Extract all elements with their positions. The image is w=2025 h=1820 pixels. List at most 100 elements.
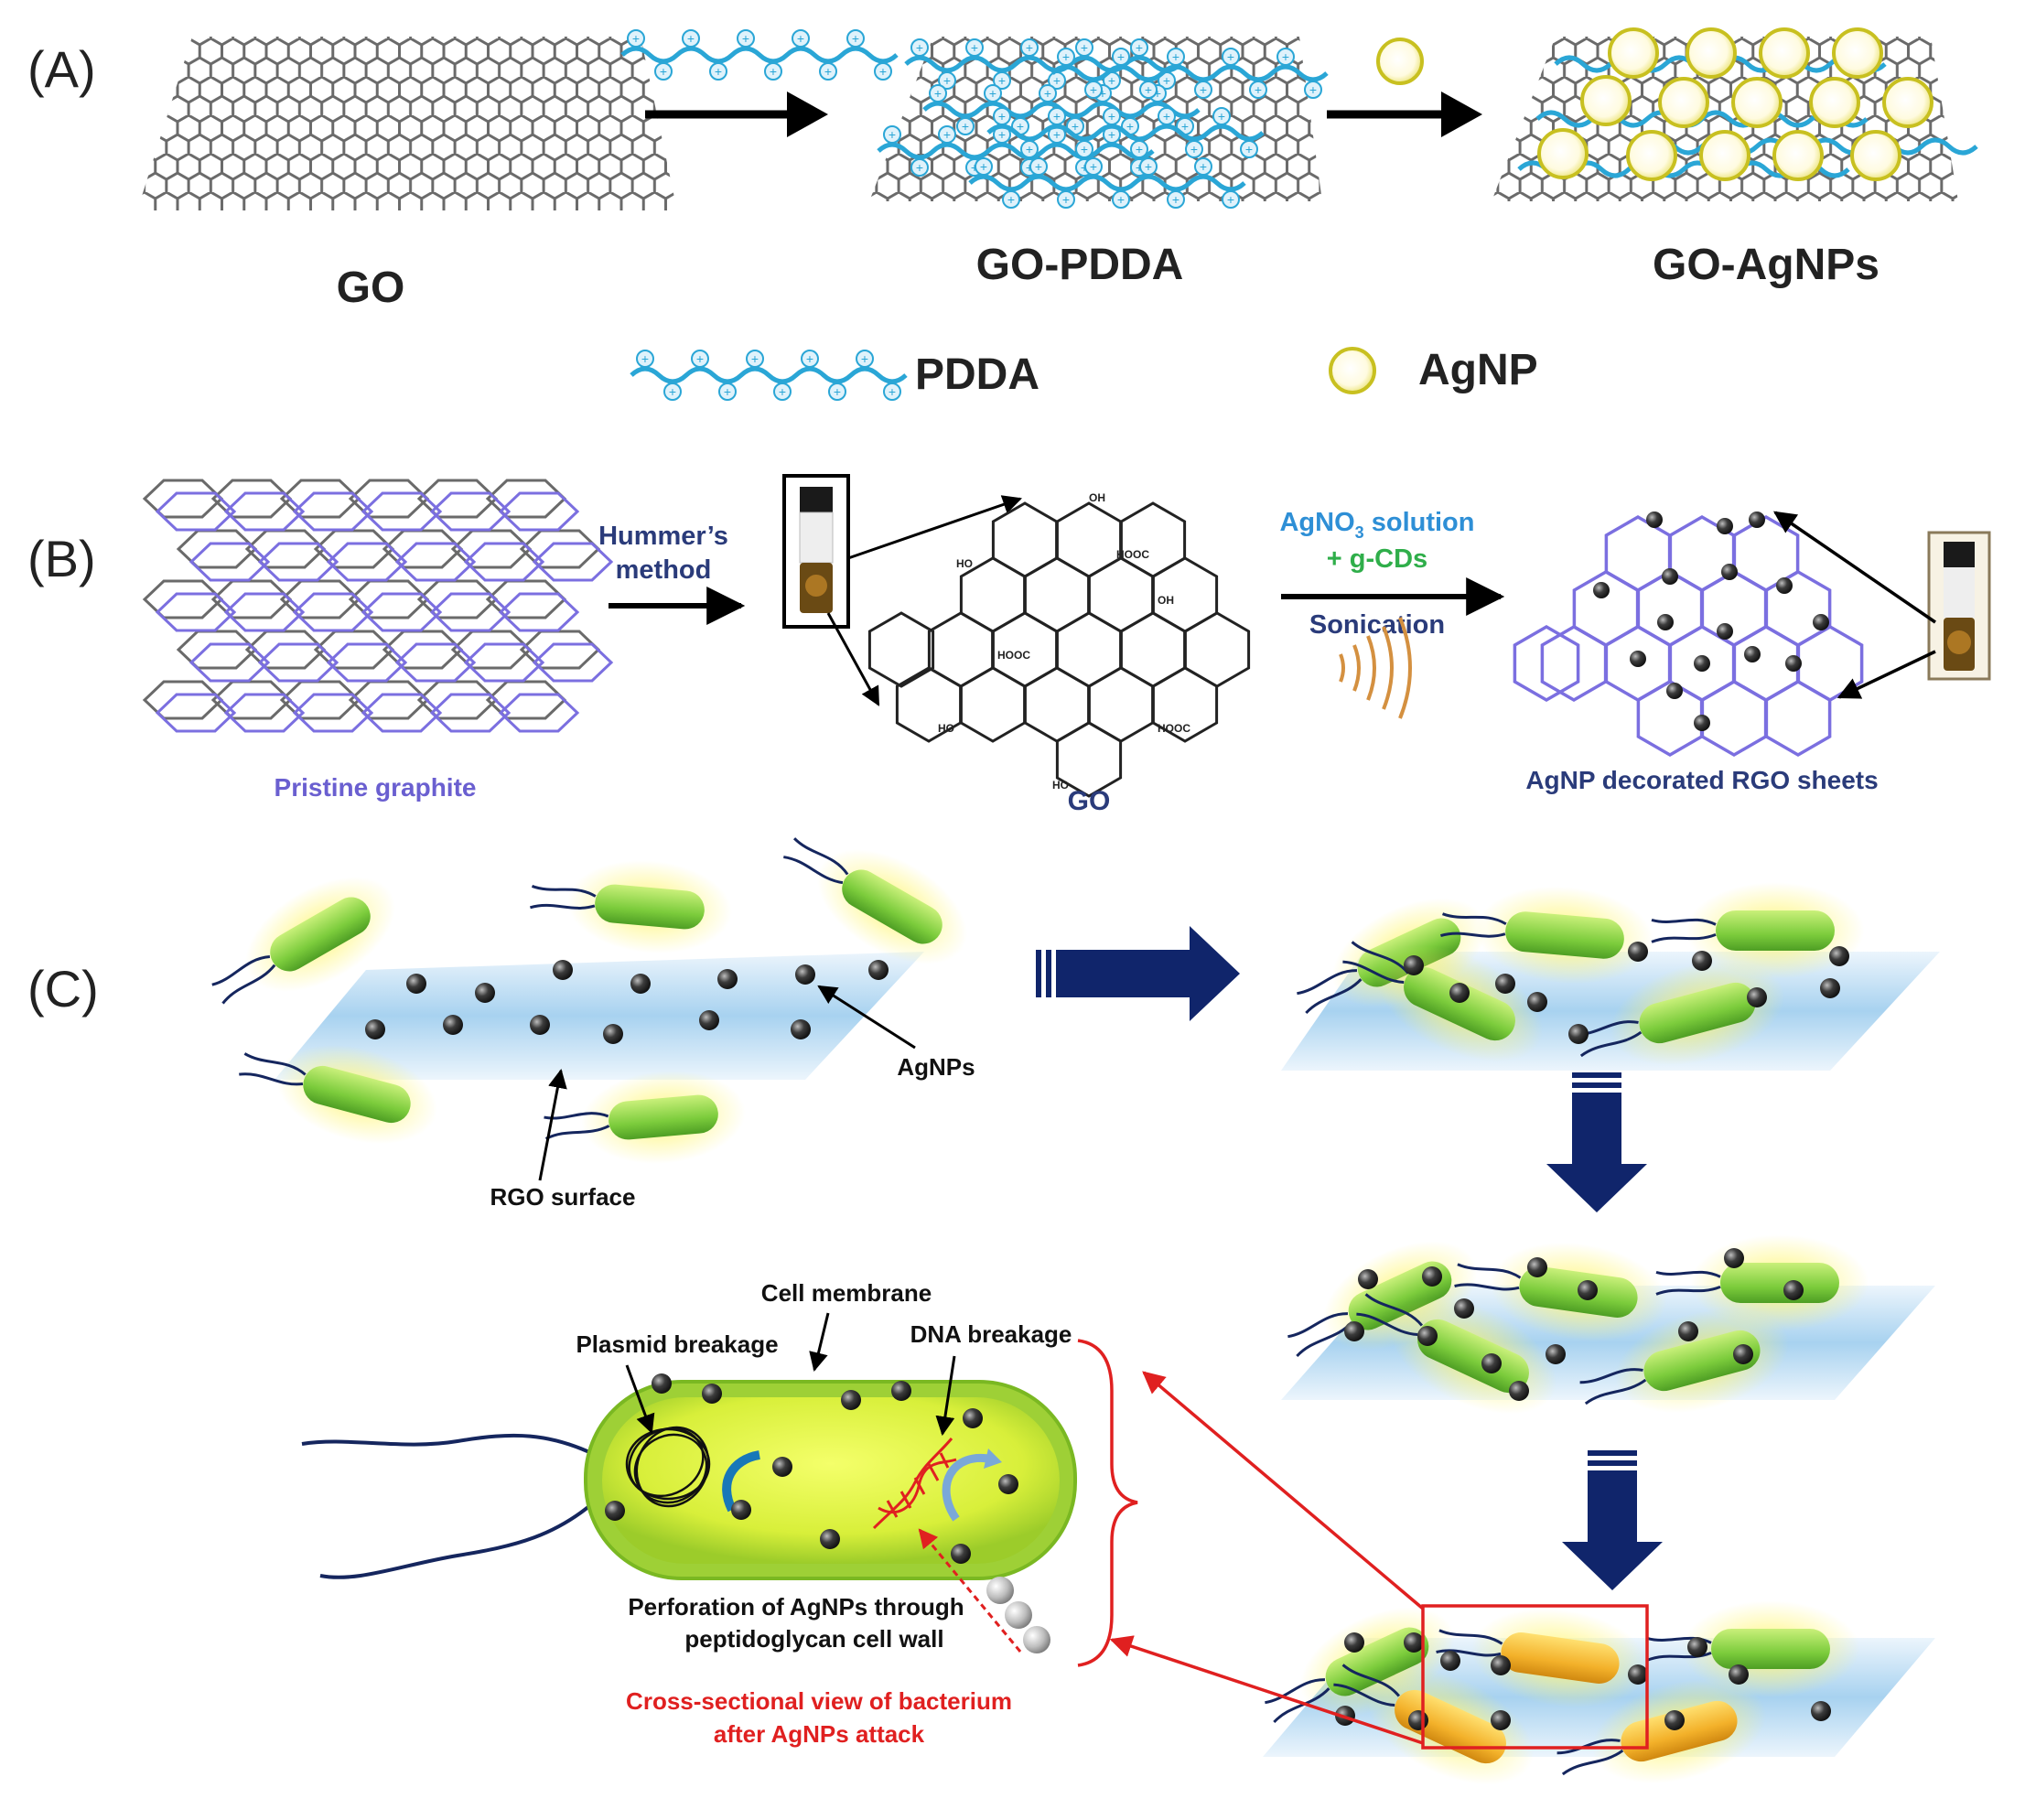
- sheet1-agnp-12: [699, 1010, 719, 1030]
- svg-text:+: +: [660, 64, 667, 79]
- bacterium-4: [239, 1045, 437, 1144]
- membrane-agnp-2: [702, 1384, 722, 1404]
- go-functional-group-1: OH: [1089, 491, 1105, 504]
- svg-text:+: +: [889, 384, 896, 399]
- legend-pdda: ++++++++++ PDDA: [630, 350, 1039, 401]
- svg-text:+: +: [879, 64, 887, 79]
- svg-text:+: +: [1255, 82, 1262, 97]
- rgo-agnp-6: [1721, 564, 1738, 580]
- svg-text:+: +: [1090, 82, 1097, 97]
- svg-text:+: +: [998, 109, 1006, 124]
- rgo-agnp-13: [1744, 646, 1761, 662]
- sheet4-agnp-6: [1687, 1637, 1707, 1657]
- svg-text:+: +: [770, 64, 777, 79]
- pdda-strand-6: ++++++++++: [968, 157, 1246, 209]
- svg-text:+: +: [916, 160, 923, 175]
- sheet2-agnp-3: [1495, 974, 1515, 994]
- pointer-dna: [935, 1355, 956, 1437]
- go-sheet: [137, 37, 677, 210]
- svg-text:+: +: [824, 64, 832, 79]
- go-functional-group-6: HO: [938, 722, 954, 735]
- label-pristine-graphite: Pristine graphite: [275, 773, 477, 802]
- svg-text:+: +: [641, 351, 649, 366]
- rgo-agnp-2: [1717, 518, 1733, 534]
- svg-text:+: +: [1117, 192, 1125, 207]
- label-perforation-2: peptidoglycan cell wall: [684, 1625, 943, 1653]
- svg-text:+: +: [1282, 49, 1289, 64]
- flagellum-1: [301, 1433, 600, 1459]
- svg-text:+: +: [1136, 40, 1143, 55]
- sheet3-agnp-9: [1417, 1326, 1438, 1346]
- svg-text:+: +: [1227, 192, 1234, 207]
- arrow-vial-to-go-1: [847, 495, 1022, 560]
- panel-c-label: (C): [27, 960, 99, 1018]
- svg-text:+: +: [1172, 49, 1179, 64]
- sheet3-agnp-8: [1344, 1321, 1364, 1341]
- svg-text:+: +: [1181, 119, 1189, 134]
- bacterium-17: [1436, 1608, 1649, 1708]
- svg-text:+: +: [1145, 82, 1152, 97]
- agnp-11: [1626, 130, 1677, 181]
- sheet2-agnp-4: [1628, 942, 1648, 962]
- pdda-strand-3: ++++++++++: [877, 125, 1155, 177]
- svg-text:+: +: [715, 64, 722, 79]
- go-functional-group-7: HOOC: [1158, 722, 1190, 735]
- agnp-6: [1658, 77, 1709, 128]
- sheet3-agnp-13: [1733, 1344, 1753, 1364]
- svg-text:+: +: [687, 31, 695, 46]
- rgo-vial-icon: [1927, 531, 1991, 681]
- go-functional-group-8: HO: [1052, 779, 1069, 792]
- svg-text:+: +: [1053, 73, 1061, 88]
- silver-particles-icon: [986, 1577, 1050, 1653]
- label-go-pdda: GO-PDDA: [976, 241, 1184, 289]
- svg-text:+: +: [1026, 40, 1033, 55]
- cell-cytoplasm: [602, 1397, 1060, 1564]
- agnp-5: [1580, 75, 1632, 126]
- agnp-13: [1772, 130, 1824, 181]
- svg-text:+: +: [1026, 142, 1033, 156]
- go-pdda-sheet: ++++++++++++++++++++++++++++++++++++++++…: [869, 37, 1329, 209]
- legend-pdda-label: PDDA: [915, 350, 1039, 399]
- label-dna-breakage: DNA breakage: [910, 1320, 1072, 1348]
- navy-arrow-right: [1036, 926, 1240, 1021]
- zoom-box: [1421, 1604, 1649, 1750]
- sheet4-agnp-9: [1491, 1710, 1511, 1730]
- svg-text:+: +: [1108, 73, 1115, 88]
- bacterium-2: [529, 860, 732, 953]
- label-perforation-1: Perforation of AgNPs through: [628, 1593, 964, 1621]
- navy-arrow-down-1: [1546, 1072, 1647, 1212]
- svg-text:+: +: [1062, 192, 1070, 207]
- svg-text:+: +: [1136, 160, 1143, 175]
- membrane-agnp-7: [605, 1501, 625, 1521]
- rgo-agnp-15: [1785, 655, 1802, 672]
- sonication-waves-icon: [1339, 617, 1412, 719]
- svg-text:+: +: [998, 127, 1006, 142]
- sheet3-agnp-5: [1578, 1280, 1598, 1300]
- svg-text:+: +: [1163, 73, 1170, 88]
- membrane-agnp-1: [652, 1373, 672, 1394]
- pointer-cell-membrane: [809, 1312, 830, 1373]
- membrane-agnp-8: [731, 1500, 751, 1520]
- svg-text:+: +: [971, 160, 978, 175]
- svg-text:+: +: [806, 351, 813, 366]
- membrane-agnp-6: [998, 1474, 1018, 1494]
- svg-text:+: +: [1245, 142, 1253, 156]
- sheet3-agnp-14: [1509, 1381, 1529, 1401]
- svg-text:+: +: [1026, 160, 1033, 175]
- agnp-4: [1832, 27, 1883, 79]
- svg-text:+: +: [1081, 160, 1088, 175]
- label-gcds: + g-CDs: [1327, 544, 1427, 574]
- sheet4-agnp-5: [1628, 1664, 1648, 1685]
- sheet2-agnp-9: [1829, 946, 1849, 966]
- red-brace: [1077, 1339, 1138, 1667]
- agnp-3: [1759, 27, 1810, 79]
- pristine-graphite: [142, 479, 614, 733]
- sheet3-agnp-2: [1422, 1266, 1442, 1287]
- go-functional-group-4: HOOC: [997, 649, 1030, 662]
- svg-text:+: +: [1072, 119, 1079, 134]
- dna-scissor-icon: [942, 1454, 994, 1522]
- membrane-agnp-9: [772, 1457, 792, 1477]
- bacterium-3: [783, 837, 967, 964]
